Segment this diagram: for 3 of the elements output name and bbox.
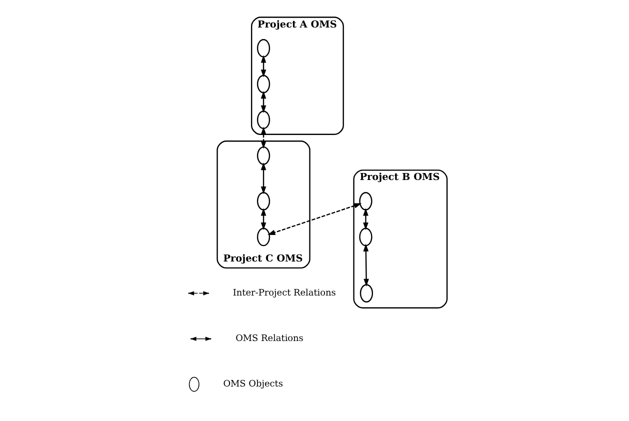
legend-label: OMS Objects [222,380,282,390]
legend-label: OMS Relations [235,334,303,344]
legend-label: Inter-Project Relations [232,288,336,299]
